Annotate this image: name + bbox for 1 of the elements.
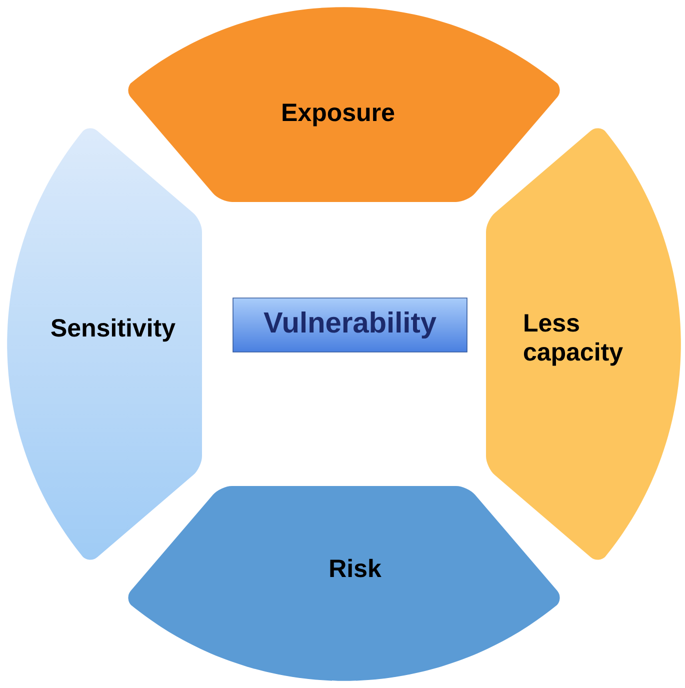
title-box: Vulnerability [232, 298, 468, 352]
